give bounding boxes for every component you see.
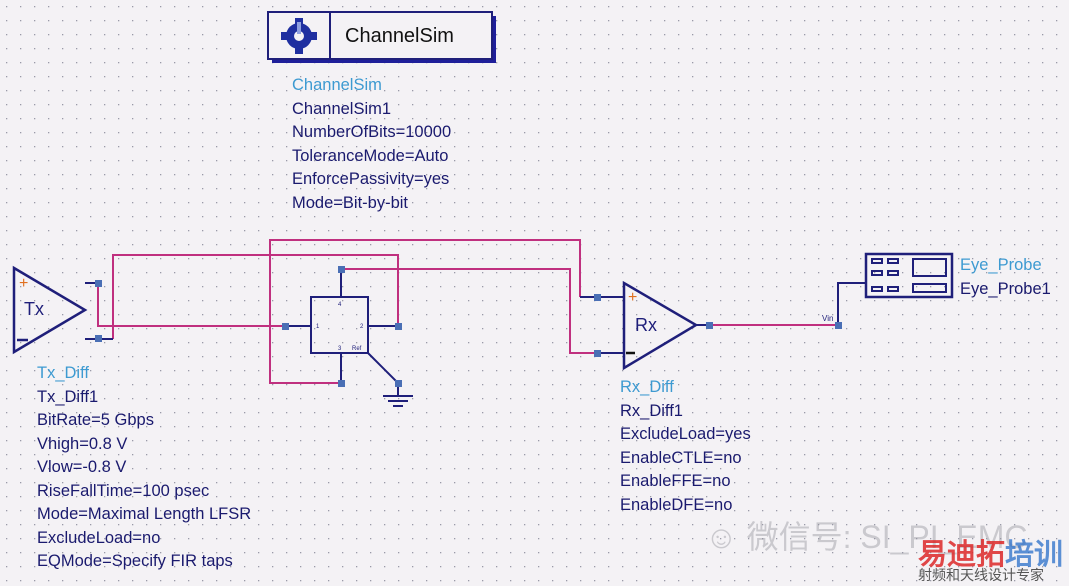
- eye-probe-properties[interactable]: Eye_Probe Eye_Probe1: [960, 254, 1051, 301]
- instance-name: Rx_Diff1: [620, 401, 683, 420]
- param: Mode=Maximal Length LFSR: [37, 505, 252, 523]
- ref-label: Ref: [352, 346, 362, 352]
- wire-port4-rx-minus: [341, 268, 597, 354]
- plus-sign-icon: +: [19, 275, 28, 292]
- wire-tx-minus: [112, 254, 399, 339]
- port-number: 4: [338, 302, 342, 308]
- param: RiseFallTime=100 psec: [37, 481, 210, 500]
- param: EnableCTLE=no: [620, 448, 742, 467]
- param: EnableFFE=no: [620, 472, 731, 490]
- param: Mode=Bit-by-bit: [292, 193, 409, 212]
- rx-diff-symbol[interactable]: +: [594, 280, 713, 371]
- ground-icon: [383, 395, 413, 407]
- component-type: Eye_Probe: [960, 256, 1042, 274]
- tx-diff-symbol[interactable]: +: [12, 265, 102, 355]
- param: ExcludeLoad=no: [37, 528, 161, 547]
- wechat-icon: ☺: [705, 519, 738, 555]
- param: NumberOfBits=10000: [292, 123, 452, 141]
- tx-properties[interactable]: Tx_Diff Tx_Diff1 BitRate=5 Gbps Vhigh=0.…: [37, 362, 251, 574]
- slogan-watermark: 射频和天线设计专家: [918, 568, 1044, 584]
- port-pin: [95, 335, 102, 342]
- instance-name: ChannelSim1: [292, 99, 392, 118]
- rx-symbol-label: Rx: [635, 315, 657, 335]
- eye-probe-symbol[interactable]: [864, 252, 954, 299]
- param: EQMode=Specify FIR taps: [37, 552, 233, 570]
- component-type: ChannelSim: [292, 76, 382, 94]
- channelsim-properties[interactable]: ChannelSim ChannelSim1 NumberOfBits=1000…: [292, 74, 451, 215]
- wires[interactable]: [97, 239, 838, 384]
- port-number: 2: [360, 324, 364, 330]
- param: EnableDFE=no: [620, 495, 733, 514]
- port-pin: [95, 280, 102, 287]
- instance-name: Eye_Probe1: [960, 279, 1051, 298]
- param: Vlow=-0.8 V: [37, 458, 127, 476]
- brand-watermark: 易迪拓培训: [918, 539, 1064, 571]
- param: EnforcePassivity=yes: [292, 170, 450, 188]
- param: Vhigh=0.8 V: [37, 434, 128, 453]
- wire-tx-plus: [97, 283, 284, 327]
- param: BitRate=5 Gbps: [37, 411, 154, 429]
- channelsim-gear-icon: [281, 18, 317, 54]
- probe-pin-label: Vin: [822, 314, 833, 323]
- channelsim-title: ChannelSim: [345, 25, 454, 47]
- port-number: 3: [338, 346, 342, 352]
- param: ExcludeLoad=yes: [620, 425, 751, 443]
- plus-sign-icon: +: [628, 289, 637, 306]
- sparam-4port-symbol[interactable]: [288, 269, 413, 407]
- port-number: 1: [316, 324, 320, 330]
- rx-properties[interactable]: Rx_Diff Rx_Diff1 ExcludeLoad=yes EnableC…: [620, 376, 751, 517]
- param: ToleranceMode=Auto: [292, 146, 449, 165]
- tx-symbol-label: Tx: [24, 299, 44, 319]
- component-type: Rx_Diff: [620, 378, 674, 396]
- component-type: Tx_Diff: [37, 364, 89, 382]
- wechat-watermark: ☺ 微信号: SI_PI_EMC: [705, 519, 1028, 555]
- instance-name: Tx_Diff1: [37, 387, 99, 406]
- wire-port3-rx-plus: [269, 239, 581, 384]
- channelsim-component[interactable]: [267, 11, 496, 63]
